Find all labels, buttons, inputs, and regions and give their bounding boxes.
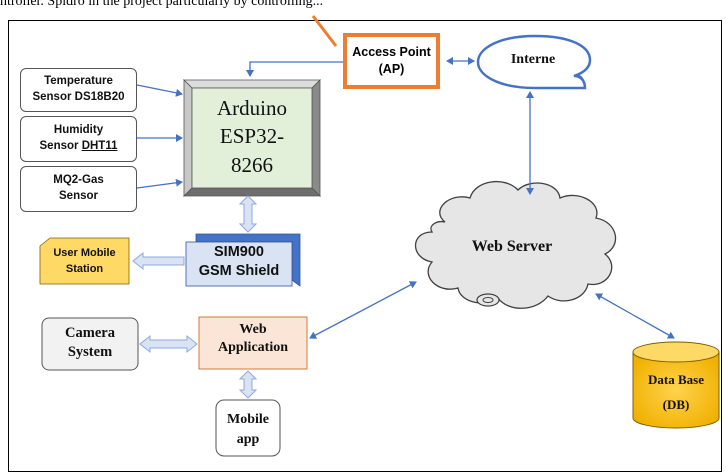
camera-system-label: Camera System (42, 324, 138, 362)
arduino-line1: Arduino (217, 96, 287, 120)
humidity-sensor-box: Humidity Sensor DHT11 (20, 116, 137, 162)
web-server-cloud (415, 180, 617, 309)
access-point-line1: Access Point (352, 45, 431, 60)
orange-pointer-line (311, 15, 338, 47)
mobile-app-line1: Mobile (227, 412, 269, 427)
web-application-line2: Application (217, 340, 288, 356)
user-mobile-station-line1: User Mobile (53, 247, 116, 259)
temperature-sensor-line2: Sensor DS18B20 (32, 91, 125, 103)
humidity-sensor-line2-prefix: Sensor (39, 140, 82, 152)
database-label: Data Base (DB) (633, 368, 719, 417)
sim900-label: SIM900 GSM Shield (186, 243, 292, 281)
humidity-sensor-model: DHT11 (81, 140, 118, 152)
mobile-app-box (215, 399, 281, 457)
user-mobile-station-line2: Station (65, 262, 104, 275)
database-cylinder (632, 341, 720, 429)
gas-sensor-line1: MQ2-Gas (53, 174, 104, 187)
humidity-sensor-line1: Humidity (53, 124, 104, 137)
connectors (136, 57, 675, 339)
web-application-box (198, 316, 308, 370)
arduino-label: Arduino ESP32- 8266 (192, 94, 312, 179)
database-line2: (DB) (662, 396, 690, 412)
temperature-sensor-box: Temperature Sensor DS18B20 (20, 68, 137, 112)
access-point-line2: (AP) (378, 62, 405, 76)
camera-system-line2: System (67, 343, 113, 360)
web-server-label: Web Server (471, 238, 553, 255)
gas-sensor-line2: Sensor (59, 190, 98, 202)
gas-sensor-box: MQ2-Gas Sensor (20, 166, 137, 212)
cropped-text-fragment: ntroller. Spidro in the project particul… (0, 0, 324, 9)
database-line1: Data Base (648, 372, 704, 387)
sim900-box (185, 233, 301, 287)
web-application-line1: Web (239, 322, 267, 337)
block-arrows (132, 195, 258, 399)
web-application-label: Web Application (199, 321, 307, 357)
camera-system-box (41, 317, 139, 371)
user-mobile-station-shape (39, 237, 130, 285)
arduino-line2: ESP32- (219, 124, 285, 149)
camera-system-line1: Camera (65, 325, 115, 341)
internet-shape (476, 34, 592, 90)
access-point-box: Access Point (AP) (343, 33, 440, 89)
sim900-line1: SIM900 (214, 244, 264, 260)
diagram-frame (8, 20, 722, 472)
arduino-line3: 8266 (231, 152, 273, 177)
mobile-app-label: Mobile app (216, 410, 280, 449)
user-mobile-station-label: User Mobile Station (40, 246, 129, 278)
sim900-line2: GSM Shield (198, 262, 280, 279)
mobile-app-line2: app (236, 431, 260, 447)
temperature-sensor-line1: Temperature (44, 75, 113, 88)
arduino-box (183, 79, 321, 197)
internet-label: Interne (510, 52, 556, 67)
